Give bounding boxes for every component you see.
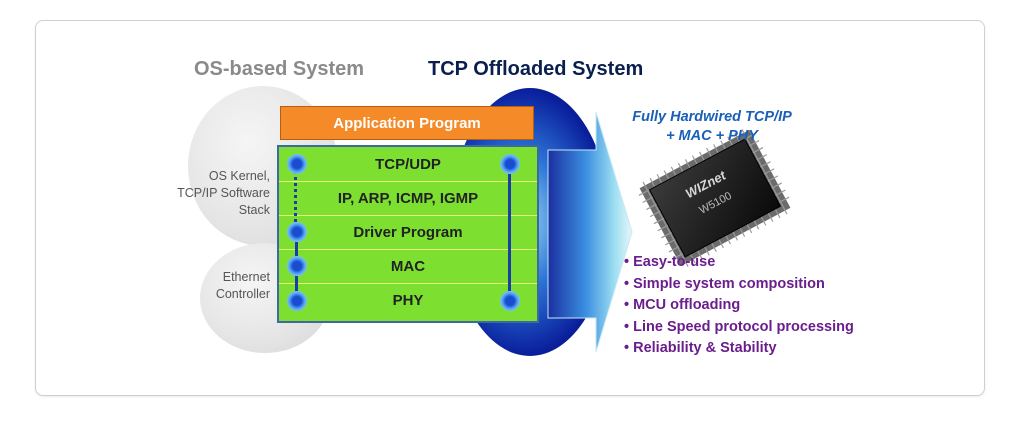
os-kernel-label-line: TCP/IP Software — [177, 186, 270, 200]
layer-phy: PHY — [392, 291, 424, 309]
layer-mac: MAC — [279, 249, 537, 284]
left-dotted-connector — [294, 170, 297, 230]
feature-list: • Easy-to-use • Simple system compositio… — [624, 252, 854, 360]
connector-node-icon — [287, 154, 307, 174]
ethernet-controller-label: Ethernet Controller — [150, 269, 270, 303]
connector-node-icon — [500, 291, 520, 311]
layer-driver-program: Driver Program — [279, 215, 537, 250]
os-kernel-label-line: Stack — [238, 203, 270, 217]
connector-node-icon — [287, 256, 307, 276]
feature-item: • Reliability & Stability — [624, 340, 777, 356]
feature-item: • Line Speed protocol processing — [624, 318, 854, 335]
ethernet-label-line: Controller — [215, 287, 270, 301]
os-based-system-title: OS-based System — [194, 58, 365, 80]
feature-item: • MCU offloading — [624, 297, 741, 313]
feature-item: • Easy-to-use — [624, 254, 716, 270]
layer-ip-arp-icmp-igmp: IP, ARP, ICMP, IGMP — [279, 181, 537, 216]
application-program-bar: Application Program — [280, 106, 534, 140]
connector-node-icon — [287, 222, 307, 242]
protocol-stack: TCP/UDP IP, ARP, ICMP, IGMP Driver Progr… — [277, 145, 539, 323]
hardwired-title: Fully Hardwired TCP/IP + MAC + PHY — [612, 108, 812, 146]
tcp-offloaded-system-title: TCP Offloaded System — [428, 58, 644, 80]
hardwired-title-line1: Fully Hardwired TCP/IP — [632, 109, 792, 125]
layer-tcp-udp: TCP/UDP — [279, 147, 537, 182]
ethernet-label-line: Ethernet — [222, 270, 270, 284]
right-solid-connector — [508, 162, 511, 302]
os-kernel-label: OS Kernel, TCP/IP Software Stack — [150, 168, 270, 219]
connector-node-icon — [500, 154, 520, 174]
arrow-shape — [547, 111, 633, 353]
connector-node-icon — [287, 291, 307, 311]
feature-item: • Simple system composition — [624, 275, 825, 292]
chip-icon: WIZnet W5100 — [638, 129, 791, 267]
os-kernel-label-line: OS Kernel, — [208, 169, 270, 183]
hardwired-title-line2: + MAC + PHY — [666, 128, 758, 144]
